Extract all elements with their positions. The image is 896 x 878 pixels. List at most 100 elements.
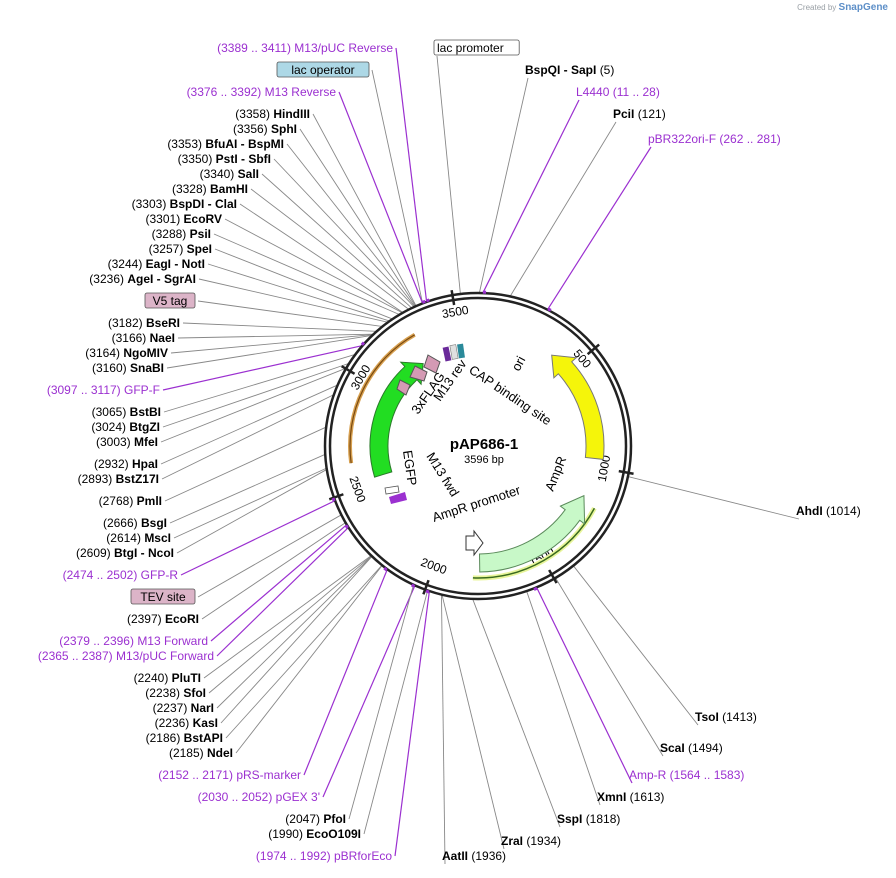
label-sphi[interactable]: (3356) SphI: [233, 122, 297, 136]
label-gfp-r[interactable]: (2474 .. 2502) GFP-R: [63, 568, 179, 582]
leader-line: [478, 77, 529, 294]
label-pluti[interactable]: (2240) PluTI: [134, 671, 201, 685]
primer-site-mark: [383, 566, 388, 572]
label-ahdi[interactable]: AhdI (1014): [796, 504, 861, 518]
label-nari[interactable]: (2237) NarI: [153, 701, 214, 715]
label-btgzi[interactable]: (3024) BtgZI: [91, 420, 160, 434]
label-m13-puc-forward[interactable]: (2365 .. 2387) M13/pUC Forward: [38, 649, 214, 663]
leader-line: [216, 555, 373, 709]
feature-lac-operator-block[interactable]: [442, 343, 465, 362]
leader-line: [472, 598, 561, 828]
leader-line: [197, 300, 383, 327]
label-text: (2932) HpaI: [94, 457, 158, 471]
label-m13-forward[interactable]: (2379 .. 2396) M13 Forward: [59, 634, 208, 648]
label-aatii[interactable]: AatII (1936): [442, 849, 506, 863]
label-text: (3024) BtgZI: [91, 420, 160, 434]
leader-line: [627, 476, 800, 520]
label-pcii[interactable]: PciI (121): [613, 107, 666, 121]
feature-3xflag[interactable]: [396, 354, 441, 396]
label-bstapi[interactable]: (2186) BstAPI: [146, 731, 223, 745]
label-lac-operator[interactable]: lac operator: [276, 61, 370, 78]
label-zrai[interactable]: ZraI (1934): [501, 834, 561, 848]
label-text: PciI (121): [613, 107, 666, 121]
backbone-outer: [323, 291, 633, 601]
leader-line: [162, 362, 350, 428]
label-bseri[interactable]: (3182) BseRI: [108, 316, 180, 330]
leader-line: [176, 469, 328, 554]
label-hpai[interactable]: (2932) HpaI: [94, 457, 158, 471]
scale-tick-mark: [586, 343, 600, 356]
label-pfoi[interactable]: (2047) PfoI: [285, 812, 346, 826]
feature-ori[interactable]: [551, 354, 605, 460]
label-text: (3160) SnaBI: [92, 361, 164, 375]
label-amp-r[interactable]: Amp-R (1564 .. 1583): [629, 768, 744, 782]
label-bamhi[interactable]: (3328) BamHI: [172, 182, 248, 196]
label-agei-sgrai[interactable]: (3236) AgeI - SgrAI: [89, 272, 196, 286]
label-text: (3182) BseRI: [108, 316, 180, 330]
label-pbrforeco[interactable]: (1974 .. 1992) pBRforEco: [256, 849, 392, 863]
label-ndei[interactable]: (2185) NdeI: [169, 746, 233, 760]
label-pbr322ori-f[interactable]: pBR322ori-F (262 .. 281): [648, 132, 781, 146]
leader-line: [197, 514, 342, 598]
label-spei[interactable]: (3257) SpeI: [149, 242, 212, 256]
label-bsgi[interactable]: (2666) BsgI: [103, 516, 167, 530]
label-msci[interactable]: (2614) MscI: [106, 531, 171, 545]
label-pmli[interactable]: (2768) PmlI: [99, 494, 162, 508]
label-text: (1990) EcoO109I: [268, 827, 361, 841]
label-text: (2474 .. 2502) GFP-R: [63, 568, 179, 582]
leader-line: [208, 555, 372, 694]
feature-ampr[interactable]: [472, 494, 597, 581]
label-ecoo109i[interactable]: (1990) EcoO109I: [268, 827, 361, 841]
label-btgi-ncoi[interactable]: (2609) BtgI - NcoI: [76, 546, 174, 560]
label-text: AhdI (1014): [796, 504, 861, 518]
label-bspdi-clai[interactable]: (3303) BspDI - ClaI: [132, 197, 237, 211]
label-naei[interactable]: (3166) NaeI: [112, 331, 175, 345]
label-eagi-noti[interactable]: (3244) EagI - NotI: [108, 257, 205, 271]
label-m13-puc-reverse[interactable]: (3389 .. 3411) M13/pUC Reverse: [217, 41, 393, 55]
m13-fwd-label: M13 fwd: [423, 450, 462, 500]
label-l4440[interactable]: L4440 (11 .. 28): [576, 85, 660, 99]
label-gfp-f[interactable]: (3097 .. 3117) GFP-F: [47, 383, 160, 397]
label-prs-marker[interactable]: (2152 .. 2171) pRS-marker: [158, 768, 301, 782]
primer-site-mark: [425, 589, 430, 594]
leader-line: [273, 158, 415, 308]
label-m13-reverse[interactable]: (3376 .. 3392) M13 Reverse: [187, 85, 337, 99]
label-mfei[interactable]: (3003) MfeI: [96, 435, 158, 449]
leader-line: [198, 278, 389, 323]
label-ecorv[interactable]: (3301) EcoRV: [146, 212, 223, 226]
feature-ampr-promoter[interactable]: [465, 529, 484, 557]
label-psii[interactable]: (3288) PsiI: [152, 227, 211, 241]
label-bspqi-sapi[interactable]: BspQI - SapI (5): [525, 63, 614, 77]
label-kasi[interactable]: (2236) KasI: [155, 716, 218, 730]
leader-line: [163, 353, 356, 413]
label-psti-sbfi[interactable]: (3350) PstI - SbfI: [178, 152, 271, 166]
leader-line: [169, 453, 326, 524]
label-ngomiv[interactable]: (3164) NgoMIV: [85, 346, 168, 360]
label-sfoi[interactable]: (2238) SfoI: [145, 686, 206, 700]
leader-line: [182, 322, 377, 332]
leader-line: [250, 188, 410, 310]
label-scai[interactable]: ScaI (1494): [660, 741, 723, 755]
primer-site-mark: [411, 583, 416, 588]
label-tsoi[interactable]: TsoI (1413): [695, 710, 757, 724]
label-bfuai-bspmi[interactable]: (3353) BfuAI - BspMI: [167, 137, 284, 151]
label-sali[interactable]: (3340) SalI: [200, 167, 259, 181]
label-text: (2030 .. 2052) pGEX 3': [198, 790, 320, 804]
label-text: (2666) BsgI: [103, 516, 167, 530]
label-pgex-3[interactable]: (2030 .. 2052) pGEX 3': [198, 790, 320, 804]
feature-m13-fwd-marks[interactable]: [384, 485, 407, 504]
label-xmni[interactable]: XmnI (1613): [597, 790, 664, 804]
label-lac-promoter[interactable]: lac promoter: [433, 39, 520, 56]
label-tev-site[interactable]: TEV site: [130, 588, 196, 605]
scale-tick-mark: [422, 579, 430, 595]
label-snabi[interactable]: (3160) SnaBI: [92, 361, 164, 375]
label-v5-tag[interactable]: V5 tag: [144, 292, 196, 309]
label-bstz17i[interactable]: (2893) BstZ17I: [78, 472, 159, 486]
leader-line: [286, 143, 416, 307]
label-bstbi[interactable]: (3065) BstBI: [92, 405, 161, 419]
label-ecori[interactable]: (2397) EcoRI: [127, 612, 199, 626]
feature-egfp[interactable]: [348, 333, 424, 478]
label-sspi[interactable]: SspI (1818): [557, 812, 620, 826]
label-hindiii[interactable]: (3358) HindIII: [235, 107, 310, 121]
